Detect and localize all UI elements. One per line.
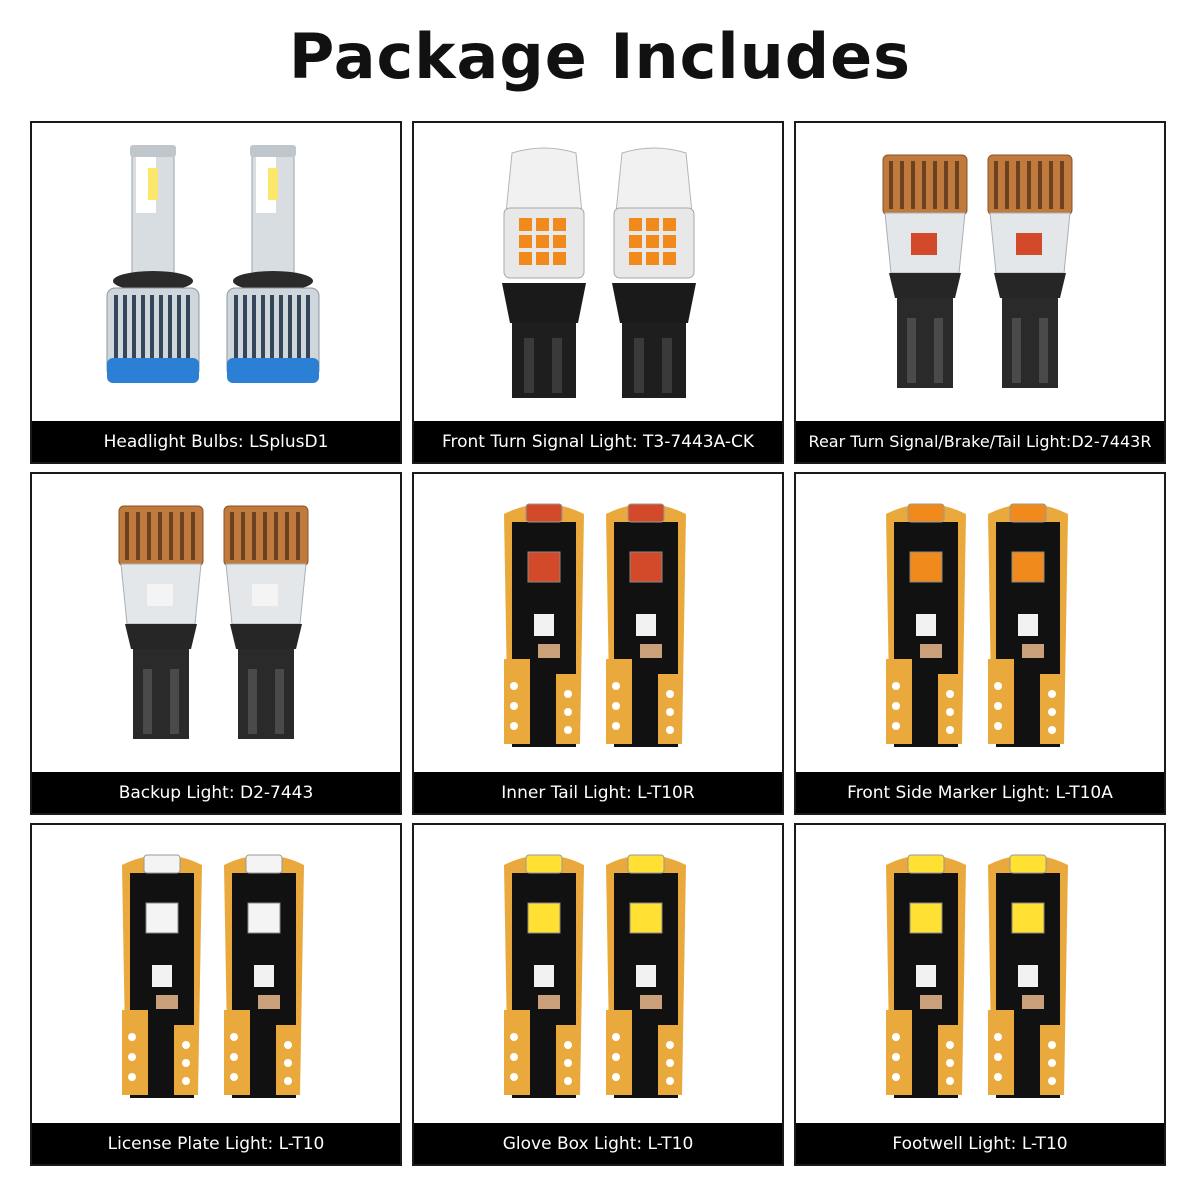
hid-led-bulb-icon	[106, 145, 320, 383]
package-item-front-turn-signal: Front Turn Signal Light: T3-7443A-CK	[412, 121, 784, 464]
item-caption: Footwell Light: L-T10	[796, 1123, 1164, 1164]
product-image	[796, 825, 1164, 1125]
package-item-inner-tail: Inner Tail Light: L-T10R	[412, 472, 784, 815]
package-item-license-plate: License Plate Light: L-T10	[30, 823, 402, 1166]
t10-wedge-bulb-icon	[504, 854, 686, 1098]
product-image	[796, 474, 1164, 774]
item-caption: Front Turn Signal Light: T3-7443A-CK	[414, 421, 782, 462]
package-item-rear-turn-signal: Rear Turn Signal/Brake/Tail Light:D2-744…	[794, 121, 1166, 464]
t10-wedge-bulb-icon	[886, 503, 1068, 747]
package-item-glove-box: Glove Box Light: L-T10	[412, 823, 784, 1166]
package-item-footwell: Footwell Light: L-T10	[794, 823, 1166, 1166]
product-image	[32, 825, 400, 1125]
package-item-front-side-marker: Front Side Marker Light: L-T10A	[794, 472, 1166, 815]
t20-led-bulb-icon	[502, 147, 696, 398]
page-title: Package Includes	[288, 20, 912, 93]
item-caption: License Plate Light: L-T10	[32, 1123, 400, 1164]
t10-wedge-bulb-icon	[122, 854, 304, 1098]
package-item-headlight: Headlight Bulbs: LSplusD1	[30, 121, 402, 464]
item-caption: Backup Light: D2-7443	[32, 772, 400, 813]
t10-wedge-bulb-icon	[886, 854, 1068, 1098]
item-caption: Front Side Marker Light: L-T10A	[796, 772, 1164, 813]
product-image	[414, 825, 782, 1125]
product-image	[32, 474, 400, 774]
product-image	[414, 123, 782, 423]
product-image	[796, 123, 1164, 423]
t20-copper-bulb-icon	[118, 505, 309, 739]
product-image	[414, 474, 782, 774]
item-caption: Headlight Bulbs: LSplusD1	[32, 421, 400, 462]
t20-copper-bulb-icon	[882, 154, 1073, 388]
package-item-backup: Backup Light: D2-7443	[30, 472, 402, 815]
product-image	[32, 123, 400, 423]
item-caption: Glove Box Light: L-T10	[414, 1123, 782, 1164]
t10-wedge-bulb-icon	[504, 503, 686, 747]
item-caption: Rear Turn Signal/Brake/Tail Light:D2-744…	[796, 421, 1164, 462]
item-caption: Inner Tail Light: L-T10R	[414, 772, 782, 813]
